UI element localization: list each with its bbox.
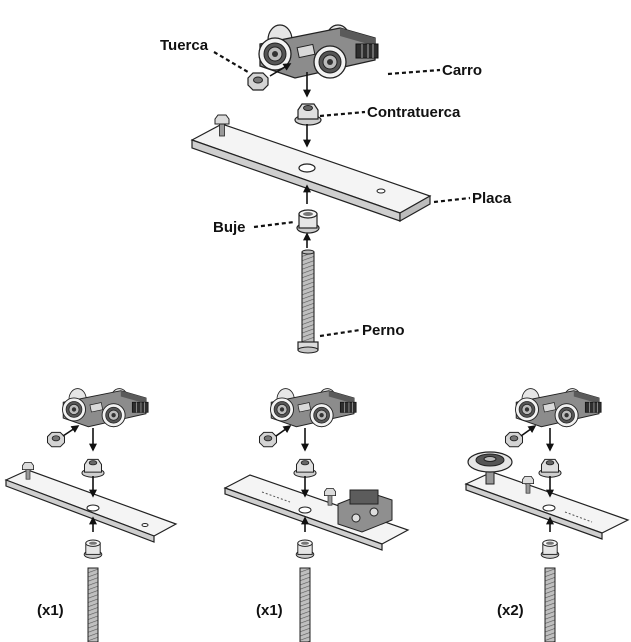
variant-2: (x1) <box>223 388 410 642</box>
variant-2-qty: (x1) <box>256 602 283 619</box>
variant-1-qty: (x1) <box>37 602 64 619</box>
label-buje: Buje <box>213 219 246 236</box>
placa-part <box>190 114 432 223</box>
label-placa: Placa <box>472 190 512 207</box>
label-carro: Carro <box>442 62 482 79</box>
guide-roller <box>467 451 513 485</box>
perno-part <box>297 249 319 354</box>
carro-part <box>258 24 379 79</box>
variant-3-qty: (x2) <box>497 602 524 619</box>
buje-part <box>296 209 320 234</box>
variant-3: (x2) <box>464 388 630 642</box>
stop-block <box>337 489 393 533</box>
tuerca-part <box>247 72 269 91</box>
variant-1: (x1) <box>4 388 178 642</box>
label-tuerca: Tuerca <box>160 37 209 54</box>
label-contratuerca: Contratuerca <box>367 104 461 121</box>
main-assembly: Tuerca Carro Contratuerca Placa Buje Per… <box>160 24 512 354</box>
contratuerca-part <box>294 103 322 126</box>
label-perno: Perno <box>362 322 405 339</box>
